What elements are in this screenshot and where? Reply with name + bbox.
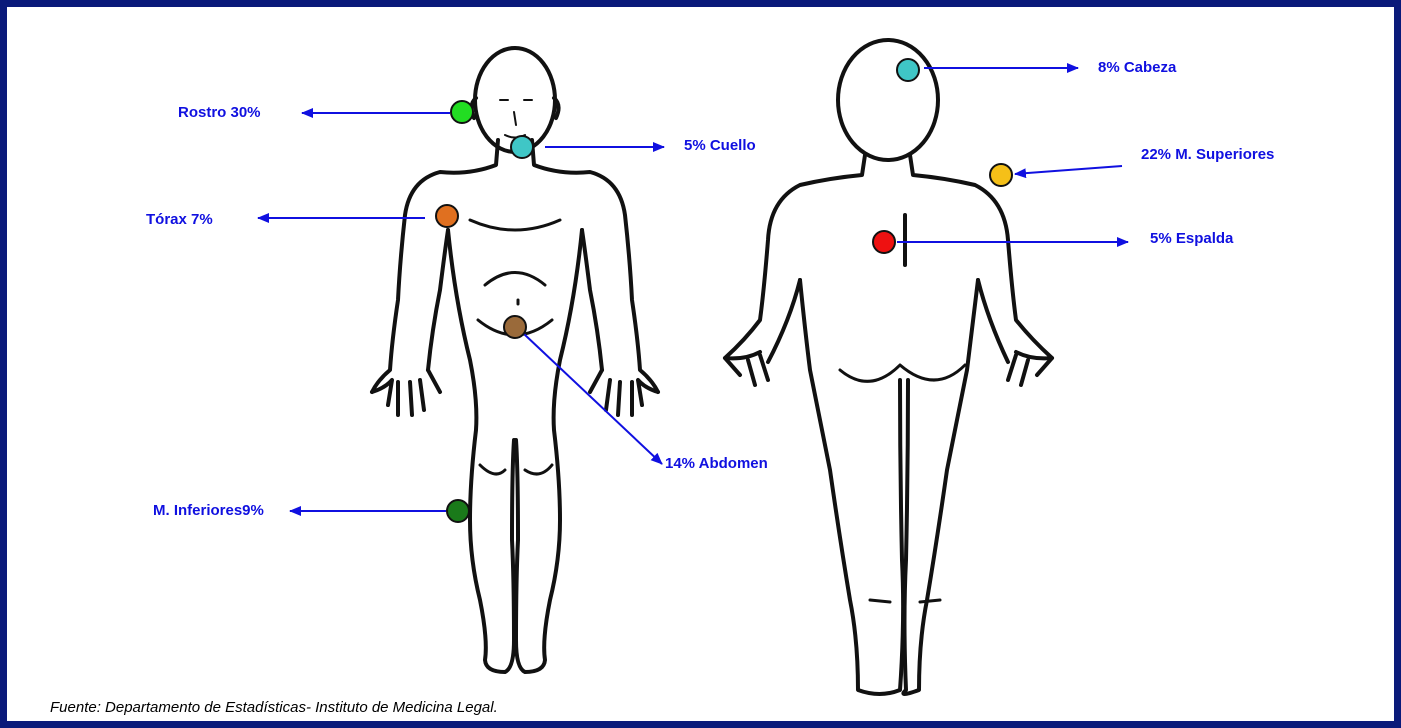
marker-cuello [511,136,533,158]
label-espalda: 5% Espalda [1150,230,1233,248]
marker-superiores [990,164,1012,186]
arrow-superiores [1015,166,1122,174]
label-superiores: 22% M. Superiores [1141,146,1274,164]
label-abdomen: 14% Abdomen [665,455,768,473]
marker-abdomen [504,316,526,338]
marker-cabeza [897,59,919,81]
region-markers [436,59,1012,522]
source-caption: Fuente: Departamento de Estadísticas- In… [50,699,498,716]
marker-rostro [451,101,473,123]
label-cabeza: 8% Cabeza [1098,59,1176,77]
label-rostro: Rostro 30% [178,104,261,122]
marker-torax [436,205,458,227]
marker-espalda [873,231,895,253]
label-inferiores: M. Inferiores9% [153,502,264,520]
back-body-figure [725,40,1052,694]
pointer-arrows [258,68,1128,511]
label-torax: Tórax 7% [146,211,213,229]
label-cuello: 5% Cuello [684,137,756,155]
marker-inferiores [447,500,469,522]
